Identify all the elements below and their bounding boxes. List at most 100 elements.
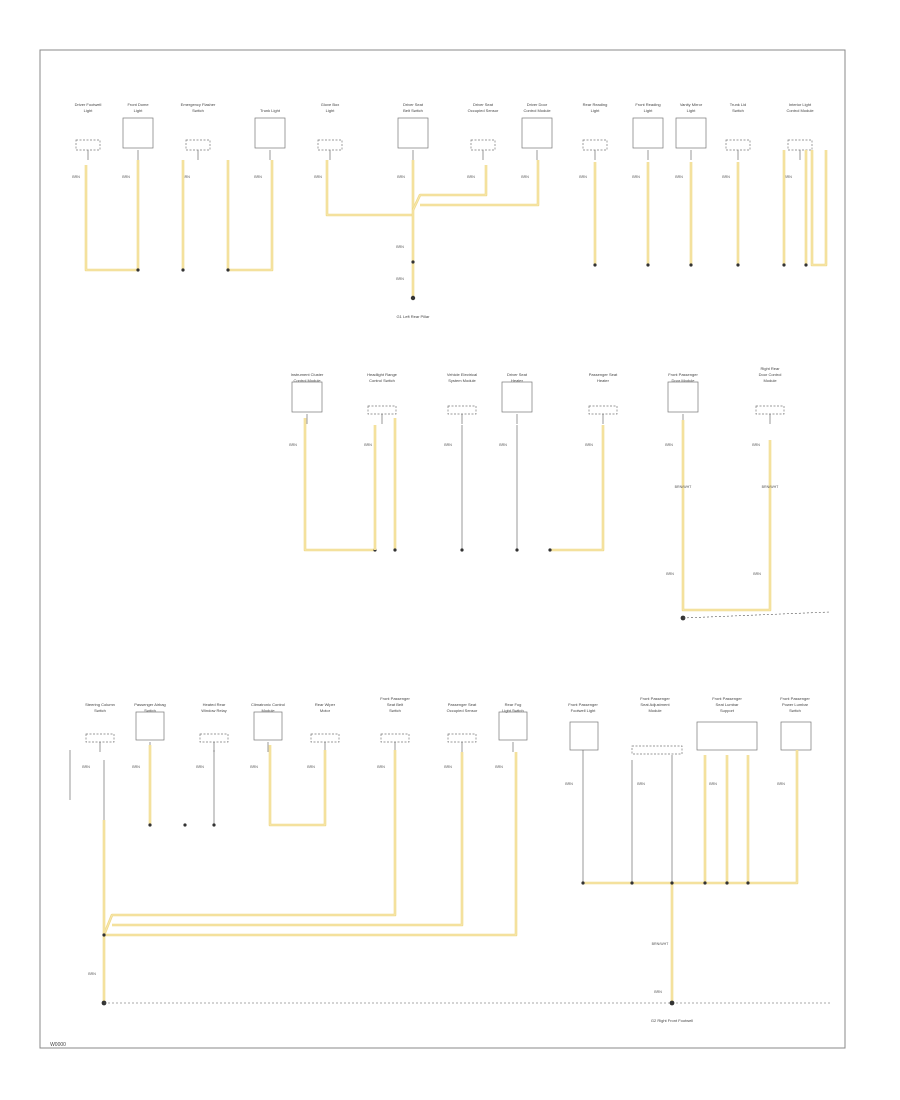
page-id-label: W0000: [50, 1042, 66, 1048]
row1-wire-label-10: BRN: [675, 175, 683, 179]
row3-right-wire-label-0: BRN: [565, 782, 573, 786]
row2-component-box-3: [501, 381, 533, 413]
row3-left-end-c: [212, 823, 216, 827]
row2-wire-cluster-outer: [303, 418, 375, 552]
row2-wire-label-5: BRN: [665, 443, 673, 447]
row3-left-wire-fpsb: [102, 750, 397, 936]
row2-wire-doors: [681, 420, 772, 612]
row1-wire-occupied: [420, 160, 540, 207]
row3-right-box-3: [780, 721, 812, 751]
row3-right-bus-outer: [583, 750, 799, 885]
row2-wire-pseat-core: [550, 425, 604, 551]
row1-end-1: [646, 263, 650, 267]
row3-right-wire-label-1: BRN: [637, 782, 645, 786]
row3-right-splice-5: [746, 881, 750, 885]
row2-wire-label-0: BRN: [289, 443, 297, 447]
row3-left-box-3: [253, 711, 283, 741]
row1-end-icm-a: [782, 263, 786, 267]
row1-component-box-7: [521, 117, 553, 149]
row3-left-wire-label-6: BRN: [444, 765, 452, 769]
row1-wire-label-5: BRN: [397, 175, 405, 179]
row2-end-e: [548, 548, 552, 552]
row2-end-d: [515, 548, 519, 552]
row1-component-bracket-2: [185, 139, 211, 151]
row1-wire-trunk-outer: [226, 160, 274, 272]
row1-wire-label-7: BRN: [521, 175, 529, 179]
row1-splice-wire-label-a: BRN: [396, 245, 404, 249]
row2-wire-label-4: BRN: [585, 443, 593, 447]
row1-component-box-5: [397, 117, 429, 149]
row3-left-wire-label-0: BRN: [82, 765, 90, 769]
row1-wire-glovebox-core: [326, 160, 413, 216]
row1-wire-label-2: BRN: [182, 175, 190, 179]
row2-component-bracket-2: [447, 405, 477, 415]
row3-right-splice-label: BRN/WHT: [652, 942, 670, 946]
row1-end-0: [593, 263, 597, 267]
row1-component-bracket-8: [582, 139, 608, 151]
row3-left-wire-fpsb-outer: [102, 750, 397, 936]
row1-wire-label-1: BRN: [122, 175, 130, 179]
row1-wire-trunk-core: [227, 160, 273, 271]
row1-splice-c: [226, 268, 230, 272]
row3-right-bus-core: [583, 750, 798, 884]
row2-wire-cluster: [303, 418, 375, 552]
row3-right-box-2: [696, 721, 758, 751]
row3-right-ground: [669, 1000, 675, 1006]
row3-left-wire-rfl-outer: [104, 752, 518, 937]
row1-component-box-1: [122, 117, 154, 149]
row1-end-3: [736, 263, 740, 267]
row1-wire-trunk: [226, 160, 274, 272]
row1-component-label-3: Trunk Light: [260, 108, 281, 113]
row1-end-2: [689, 263, 693, 267]
row1-wire-label-0: BRN: [72, 175, 80, 179]
row1-wire-icm-c-core: [811, 150, 827, 266]
row3-left-wire-rfl: [104, 752, 518, 937]
row1-wire-dome-footwell: [84, 160, 140, 272]
row1-wire-label-3: BRN: [254, 175, 262, 179]
row3-right-splice-0: [581, 881, 585, 885]
row2-splice-label-a: BRN/WHT: [675, 485, 693, 489]
row3-right-wire-label-3: BRN: [777, 782, 785, 786]
row1-splice-wire-label-b: BRN: [396, 277, 404, 281]
row1-component-bracket-11: [725, 139, 751, 151]
row3-left-end-a: [148, 823, 152, 827]
row1-component-bracket-4: [317, 139, 343, 151]
row2-splice-label-b: BRN/WHT: [762, 485, 780, 489]
row1-wire-label-12: BRN: [784, 175, 792, 179]
row3-right-ground-wire: BRN: [654, 990, 662, 994]
row2-component-bracket-4: [588, 405, 618, 415]
row1-wire-icm-c-outer: [810, 150, 828, 267]
row2-ground-wire-b: BRN: [753, 572, 761, 576]
row3-left-wire-label-7: BRN: [495, 765, 503, 769]
row3-left-wire-pso-outer: [112, 752, 464, 927]
row1-wire-glovebox: [325, 160, 413, 217]
row1-splice-main: [411, 260, 415, 264]
row1-wire-seatbelt-core: [412, 165, 487, 211]
row1-ground-point: [410, 295, 416, 301]
row2-component-box-0: [291, 381, 323, 413]
row2-wire-label-3: BRN: [499, 443, 507, 447]
row2-wire-doors-core: [682, 420, 771, 611]
row3-left-wire-rfl-core: [104, 752, 517, 936]
row3-left-wire-label-5: BRN: [377, 765, 385, 769]
row3-right-splice-3: [703, 881, 707, 885]
diagram-frame: [39, 49, 846, 1049]
row1-component-bracket-0: [75, 139, 101, 151]
